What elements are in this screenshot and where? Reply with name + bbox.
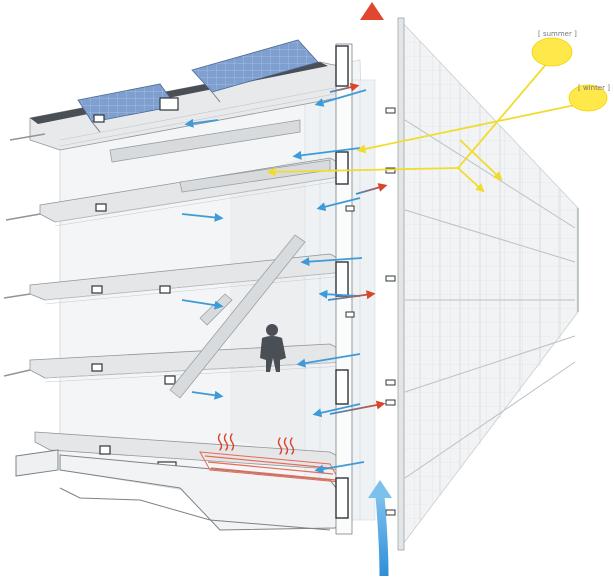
warm-air-arrows: [327, 82, 388, 415]
winter-sun: [ winter ]: [568, 84, 610, 112]
sun-rays: [266, 61, 581, 193]
double-skin-facade: [397, 17, 579, 551]
winter-label: [ winter ]: [578, 84, 610, 92]
exhaust-air-arrow: [360, 2, 384, 70]
heat-wave-icon: [217, 433, 295, 455]
summer-sun: [ summer ]: [531, 30, 577, 67]
summer-label: [ summer ]: [538, 30, 577, 38]
person-silhouette-icon: [260, 324, 286, 372]
intake-air-arrow: [368, 480, 392, 577]
sun-icon: [568, 84, 608, 112]
solar-panel-icon: [77, 39, 319, 133]
foundation: [15, 449, 346, 531]
fresh-air-arrows: [181, 89, 367, 474]
sun-icon: [531, 37, 573, 67]
